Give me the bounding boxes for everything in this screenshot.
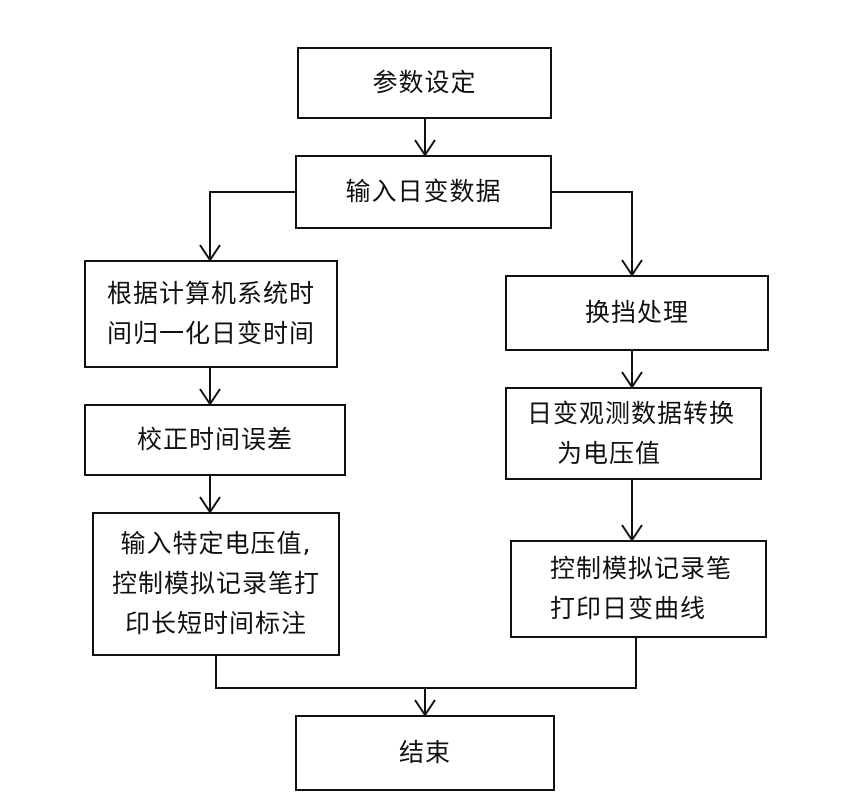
params-box: 参数设定 [297, 47, 552, 119]
plot-curve-box: 控制模拟记录笔 打印日变曲线 [510, 540, 767, 638]
params-label: 参数设定 [372, 68, 477, 97]
convert-voltage-line-2: 为电压值 [557, 438, 662, 468]
input-data-box: 输入日变数据 [295, 155, 552, 229]
time-mark-line-3: 印长短时间标注 [124, 609, 307, 638]
time-mark-line-1: 输入特定电压值, [120, 529, 312, 558]
end-box: 结束 [295, 715, 555, 791]
time-mark-line-2: 控制模拟记录笔打 [111, 569, 320, 598]
end-label: 结束 [398, 738, 451, 767]
connector-input-to-normalize [209, 191, 295, 260]
plot-curve-line-1: 控制模拟记录笔 [550, 554, 733, 583]
range-switch-box: 换挡处理 [505, 275, 769, 351]
normalize-time-line-1: 根据计算机系统时 [106, 279, 315, 308]
normalize-time-box: 根据计算机系统时 间归一化日变时间 [84, 260, 338, 368]
correct-time-error-label: 校正时间误差 [136, 425, 293, 454]
correct-time-error-box: 校正时间误差 [84, 404, 346, 476]
connector-input-to-range [552, 191, 633, 275]
convert-voltage-line-1: 日变观测数据转换 [527, 398, 736, 428]
normalize-time-line-2: 间归一化日变时间 [106, 319, 315, 348]
plot-curve-line-2: 打印日变曲线 [550, 594, 707, 623]
range-switch-label: 换挡处理 [584, 298, 689, 327]
input-data-label: 输入日变数据 [345, 177, 502, 206]
convert-voltage-box: 日变观测数据转换 为电压值 [505, 387, 762, 480]
time-mark-box: 输入特定电压值, 控制模拟记录笔打 印长短时间标注 [92, 512, 340, 656]
